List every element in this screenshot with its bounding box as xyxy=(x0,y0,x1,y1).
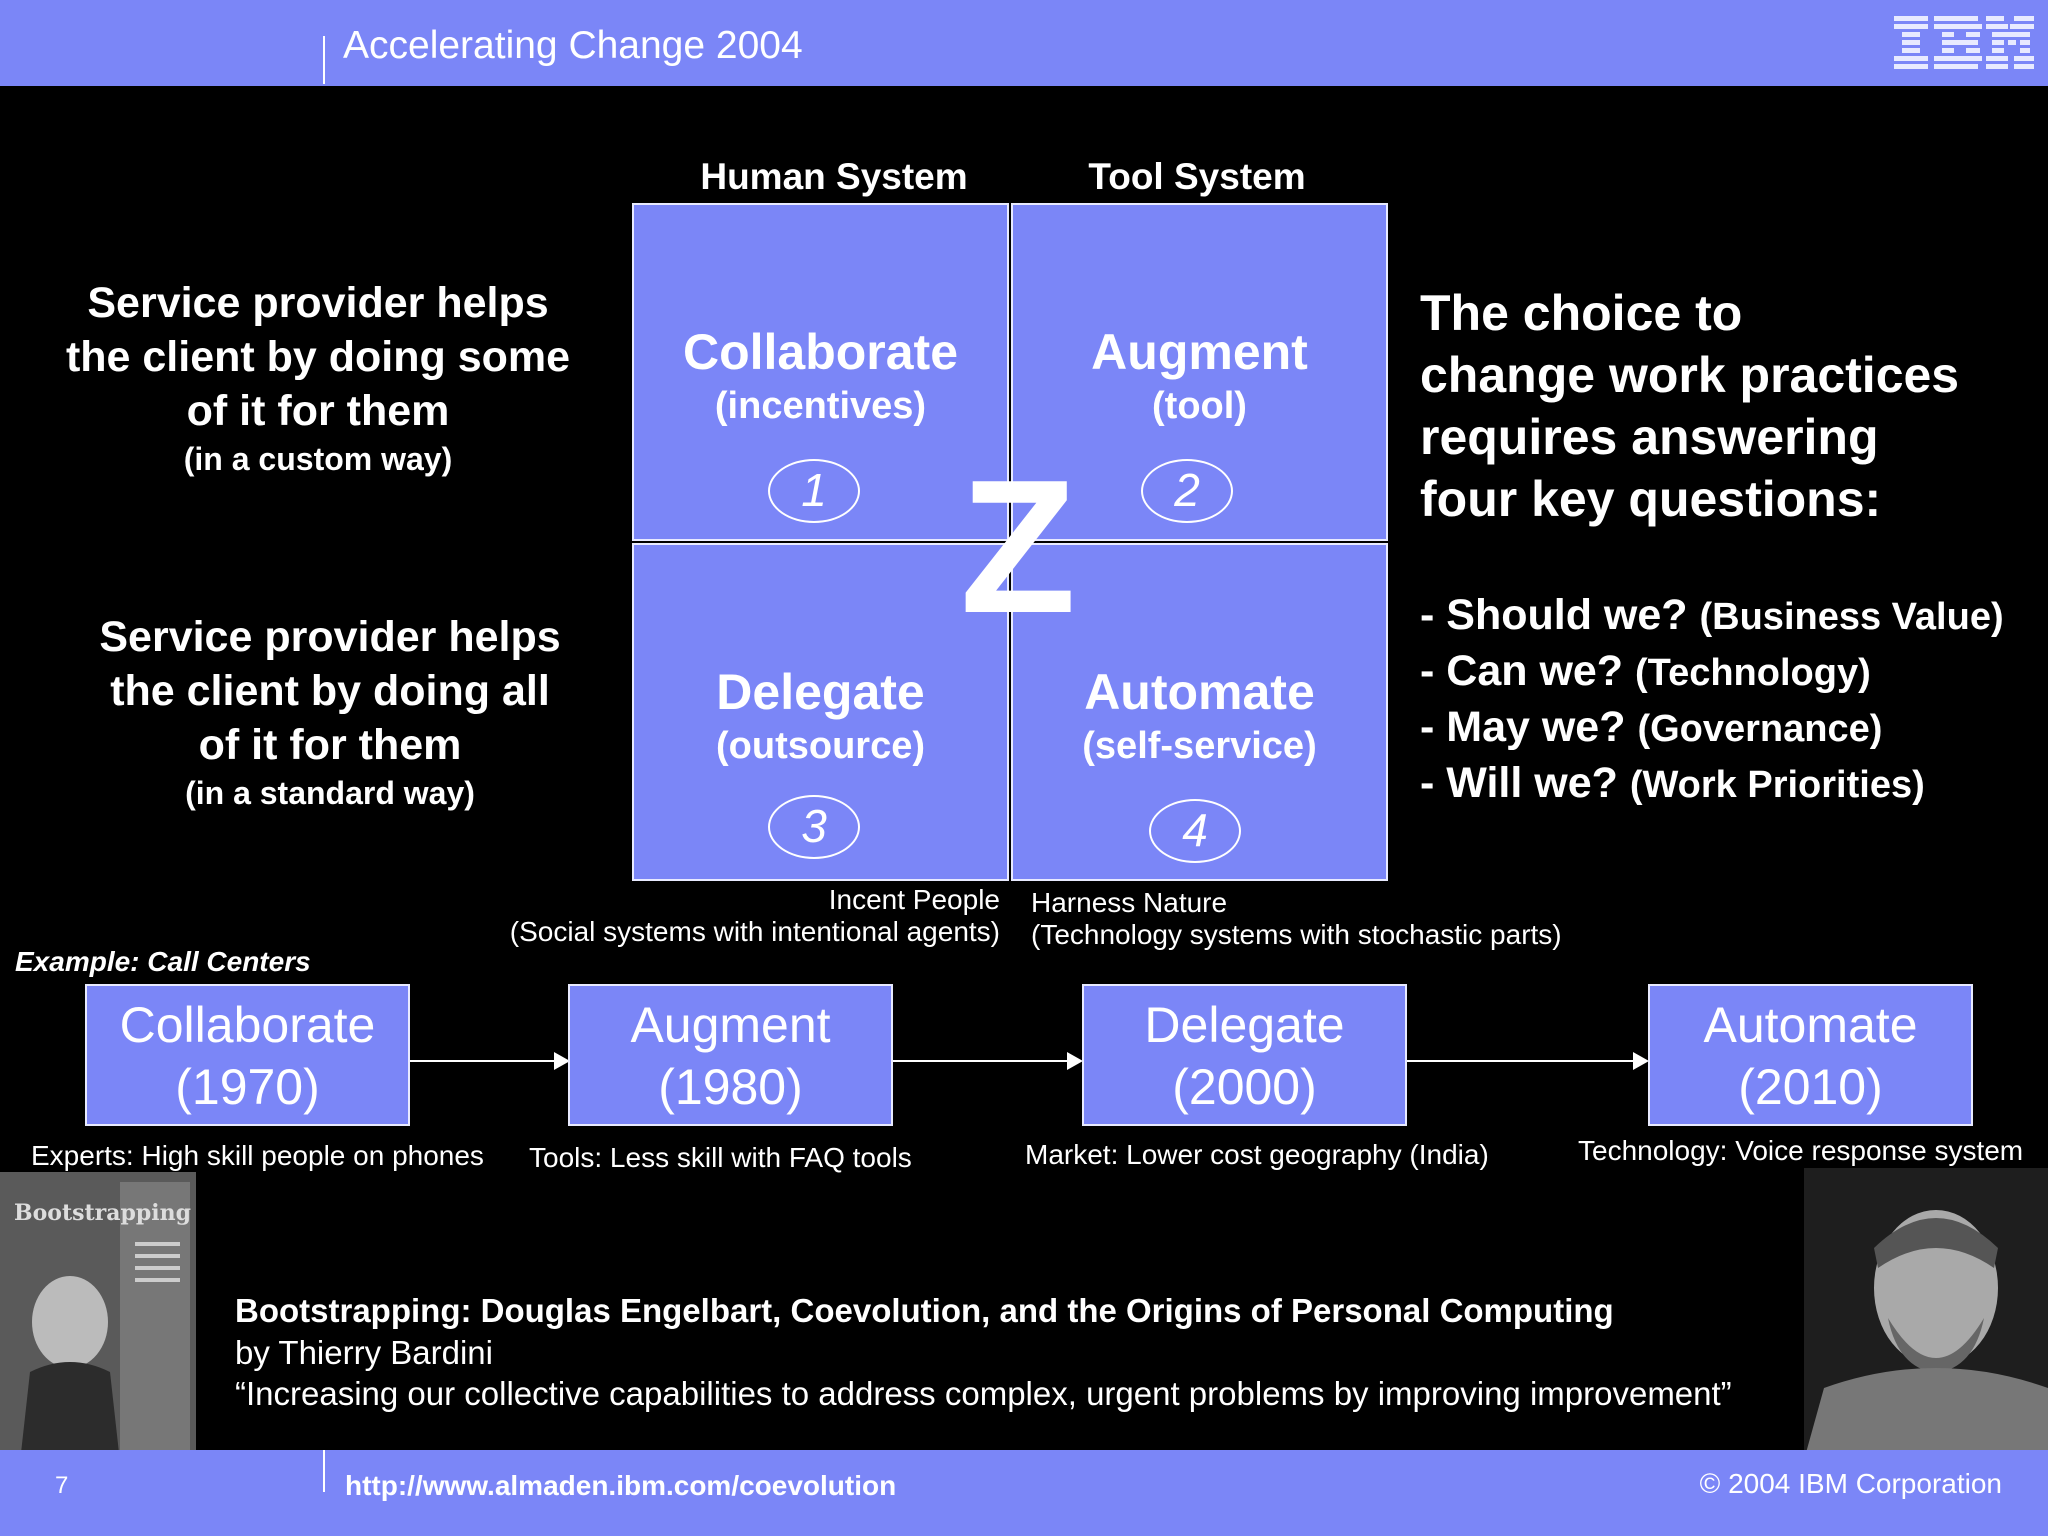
right-statement-line: requires answering xyxy=(1420,409,1879,465)
quadrant-title: Delegate xyxy=(716,664,925,720)
arrow-icon xyxy=(410,1052,570,1070)
question-item: - Will we? (Work Priorities) xyxy=(1420,759,1925,807)
ibm-logo-icon xyxy=(1894,16,2034,69)
engelbart-quote: “Increasing our collective capabilities … xyxy=(235,1375,1732,1412)
right-statement-line: The choice to xyxy=(1420,285,1743,341)
book-cover-art xyxy=(0,1172,196,1462)
left-top-line: of it for them xyxy=(186,387,450,435)
quadrant-subtitle: (tool) xyxy=(1152,385,1247,427)
quadrant-automate: Automate (self-service) 4 xyxy=(1011,543,1388,881)
quadrant-subtitle: (incentives) xyxy=(714,385,927,427)
z-path-mark: Z xyxy=(960,441,1077,653)
book-cover-title: Bootstrapping xyxy=(14,1200,191,1226)
key-questions-list: - Should we? (Business Value) - Can we? … xyxy=(1420,588,2004,812)
quadrant-number: 1 xyxy=(768,459,860,523)
quadrant-number: 2 xyxy=(1141,459,1233,523)
progression-box-collaborate: Collaborate (1970) xyxy=(85,984,410,1126)
left-bottom-line: the client by doing all xyxy=(110,667,550,715)
question-item: - Can we? (Technology) xyxy=(1420,647,1871,695)
book-author: by Thierry Bardini xyxy=(235,1334,493,1371)
step-description: Tools: Less skill with FAQ tools xyxy=(529,1142,912,1173)
quadrant-delegate: Delegate (outsource) 3 xyxy=(632,543,1009,881)
progression-box-augment: Augment (1980) xyxy=(568,984,893,1126)
step-description: Technology: Voice response system xyxy=(1578,1135,2024,1166)
quadrant-title: Automate xyxy=(1084,664,1315,720)
right-statement: The choice to change work practices requ… xyxy=(1420,282,1959,530)
right-statement-line: change work practices xyxy=(1420,347,1960,403)
quadrant-grid: Collaborate (incentives) 1 Augment (tool… xyxy=(632,203,1390,882)
quadrant-subtitle: (self-service) xyxy=(1082,725,1317,767)
example-label: Example: Call Centers xyxy=(15,946,311,977)
left-bottom-line: Service provider helps xyxy=(99,613,561,661)
quadrant-title: Augment xyxy=(1091,324,1308,380)
header-bar xyxy=(0,0,2048,86)
book-title: Bootstrapping: Douglas Engelbart, Coevol… xyxy=(235,1292,1614,1329)
human-system-heading: Human System xyxy=(700,156,968,197)
header-divider xyxy=(323,36,325,84)
arrow-icon xyxy=(1407,1052,1649,1070)
harness-nature-note: Harness Nature (Technology systems with … xyxy=(1031,887,1562,950)
book-cover-image: Bootstrapping xyxy=(0,1172,196,1462)
tool-system-heading: Tool System xyxy=(1088,156,1306,197)
footer-divider xyxy=(323,1450,325,1492)
quadrant-subtitle: (outsource) xyxy=(716,725,925,767)
copyright-text: © 2004 IBM Corporation xyxy=(1699,1468,2002,1499)
portrait-art xyxy=(1804,1168,2048,1460)
quadrant-collaborate: Collaborate (incentives) 1 xyxy=(632,203,1009,541)
left-top-line: the client by doing some xyxy=(65,333,571,381)
question-item: - May we? (Governance) xyxy=(1420,703,1883,751)
quadrant-number: 4 xyxy=(1149,799,1241,863)
left-bottom-description: Service provider helps the client by doi… xyxy=(52,610,608,814)
progression-box-delegate: Delegate (2000) xyxy=(1082,984,1407,1126)
portrait-photo xyxy=(1804,1168,2048,1460)
right-statement-line: four key questions: xyxy=(1420,471,1882,527)
incent-people-note: Incent People (Social systems with inten… xyxy=(509,884,1000,947)
quadrant-number: 3 xyxy=(768,795,860,859)
step-description: Experts: High skill people on phones xyxy=(31,1140,484,1171)
footer-url-link[interactable]: http://www.almaden.ibm.com/coevolution xyxy=(345,1470,897,1501)
left-top-line: Service provider helps xyxy=(87,279,549,327)
page-number: 7 xyxy=(55,1472,69,1499)
footer-bar xyxy=(0,1450,2048,1536)
progression-box-automate: Automate (2010) xyxy=(1648,984,1973,1126)
left-bottom-line: of it for them xyxy=(198,721,462,769)
left-top-line: (in a custom way) xyxy=(183,441,453,477)
slide-header-title: Accelerating Change 2004 xyxy=(343,24,803,67)
left-top-description: Service provider helps the client by doi… xyxy=(40,276,596,480)
step-description: Market: Lower cost geography (India) xyxy=(1025,1139,1489,1170)
arrow-icon xyxy=(893,1052,1083,1070)
quadrant-augment: Augment (tool) 2 xyxy=(1011,203,1388,541)
left-bottom-line: (in a standard way) xyxy=(185,775,475,811)
quadrant-title: Collaborate xyxy=(682,324,959,380)
question-item: - Should we? (Business Value) xyxy=(1420,591,2004,639)
